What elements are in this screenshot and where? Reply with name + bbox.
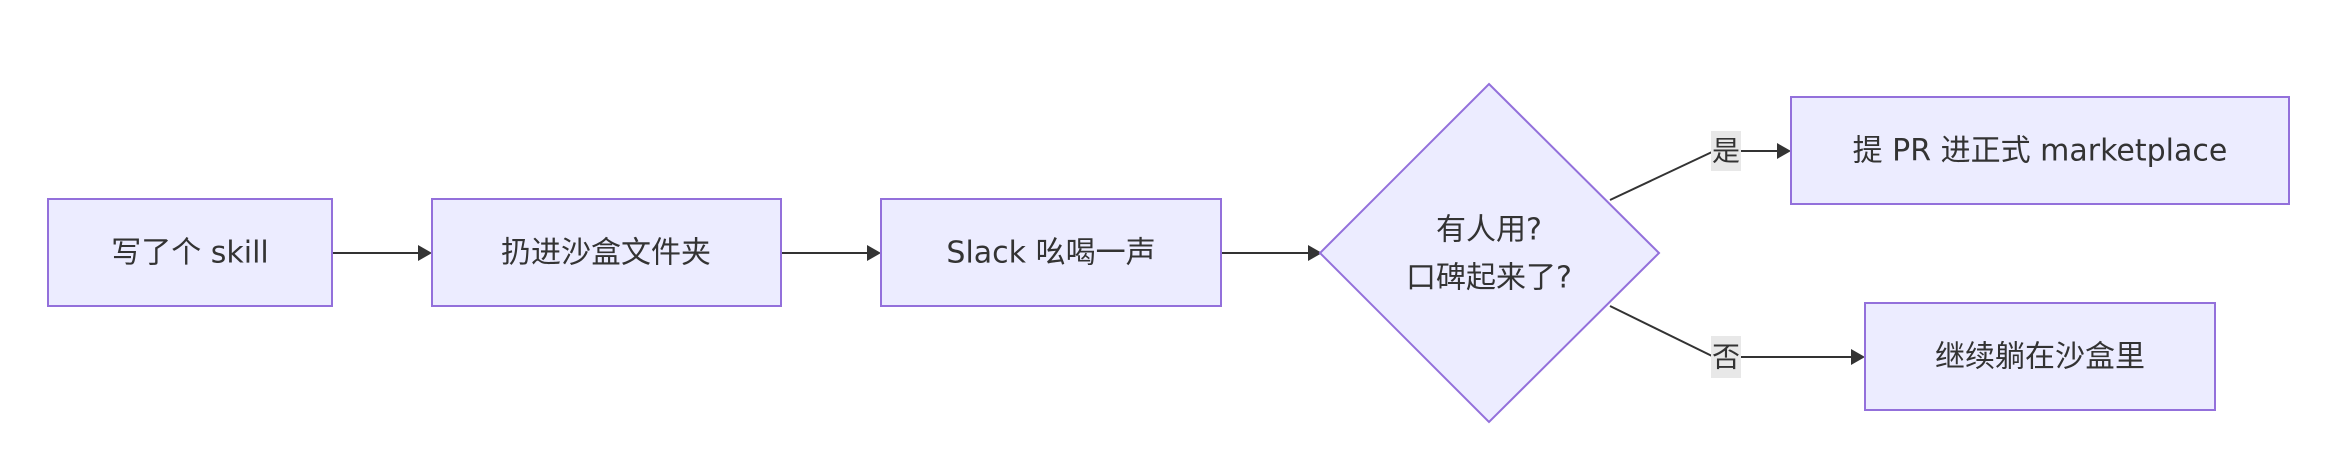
node-submit-pr-label: 提 PR 进正式 marketplace (1853, 134, 2228, 169)
arrowhead-decision-yes (1777, 143, 1791, 159)
edge-label-yes: 是 (1711, 131, 1741, 171)
edge-label-no: 否 (1711, 336, 1741, 378)
node-write-skill-box (47, 198, 333, 307)
node-submit-pr: 提 PR 进正式 marketplace (1790, 96, 2290, 205)
node-sandbox-folder-label: 扔进沙盒文件夹 (501, 236, 711, 271)
decision-diamond (1318, 82, 1661, 424)
arrowhead-sandbox-to-slack (867, 245, 881, 261)
node-slack-shout-label: Slack 吆喝一声 (946, 236, 1155, 271)
edge-label-no-bg (1711, 336, 1741, 378)
arrowhead-write-to-sandbox (418, 245, 432, 261)
node-stay-sandbox: 继续躺在沙盒里 (1864, 302, 2216, 411)
arrowhead-slack-to-decision (1308, 245, 1322, 261)
node-stay-sandbox-box (1864, 302, 2216, 411)
node-sandbox-folder: 扔进沙盒文件夹 (431, 198, 782, 307)
decision-label-line1: 有人用? (1436, 213, 1542, 248)
edge-decision-no-diagonal (1609, 305, 1713, 357)
node-write-skill: 写了个 skill (47, 198, 333, 307)
arrowhead-decision-no (1851, 349, 1865, 365)
node-submit-pr-box (1790, 96, 2290, 205)
edge-label-yes-bg (1711, 131, 1741, 171)
edge-label-no-text: 否 (1712, 341, 1740, 374)
node-stay-sandbox-label: 继续躺在沙盒里 (1935, 340, 2145, 375)
node-sandbox-folder-box (431, 198, 782, 307)
decision-label-line2: 口碑起来了? (1406, 261, 1572, 296)
node-slack-shout: Slack 吆喝一声 (880, 198, 1222, 307)
edge-label-yes-text: 是 (1712, 135, 1740, 168)
edge-decision-yes-diagonal (1609, 151, 1713, 201)
decision-node: 有人用? 口碑起来了? (1318, 82, 1661, 424)
node-slack-shout-box (880, 198, 1222, 307)
node-write-skill-label: 写了个 skill (111, 236, 269, 271)
